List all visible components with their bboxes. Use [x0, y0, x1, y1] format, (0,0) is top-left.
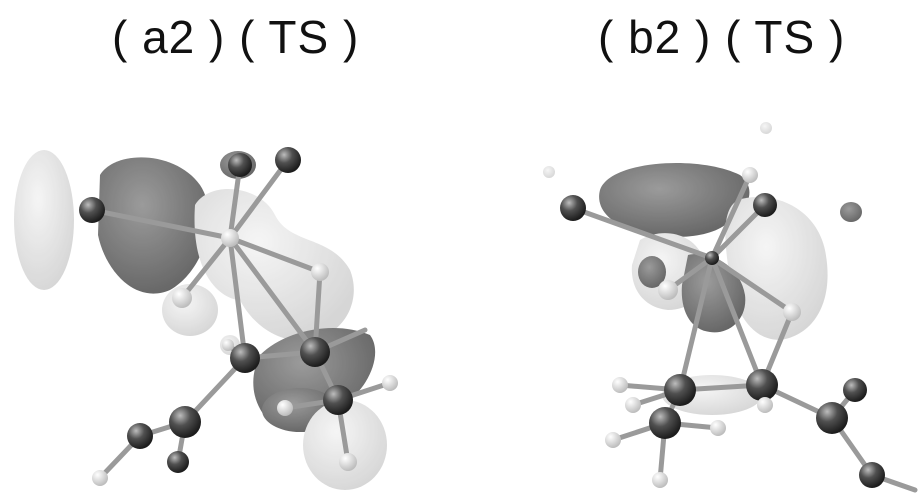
bond	[89, 207, 233, 241]
lobe-dark	[98, 157, 209, 294]
atom-heavy	[649, 407, 681, 439]
bond	[570, 205, 715, 261]
atom-light	[221, 229, 239, 247]
atom-heavy	[167, 451, 189, 473]
lobe-light	[14, 150, 74, 290]
atom-heavy	[228, 153, 252, 177]
atom-light	[658, 280, 678, 300]
lobe-dark	[599, 163, 750, 237]
atom-light	[222, 339, 234, 351]
atom-heavy	[859, 462, 885, 488]
panel-a2-title: ( a2 ) ( TS )	[112, 11, 360, 63]
atom-light	[652, 472, 668, 488]
panel-b2-molecule	[543, 122, 918, 493]
bond	[709, 172, 753, 261]
atom-heavy	[705, 251, 719, 265]
lobe-dark	[638, 256, 666, 288]
atom-light	[612, 377, 628, 393]
bond	[677, 255, 715, 393]
atom-heavy	[843, 378, 867, 402]
orbital-lobes-a2	[14, 150, 387, 490]
atom-heavy	[560, 195, 586, 221]
atom-light	[625, 397, 641, 413]
atoms-a2	[79, 147, 398, 486]
atom-heavy	[300, 337, 330, 367]
atom-light	[172, 288, 192, 308]
atom-light	[92, 470, 108, 486]
bond	[709, 202, 768, 261]
atom-heavy	[79, 197, 105, 223]
bond	[227, 235, 248, 361]
bond	[227, 235, 318, 355]
atom-light	[783, 303, 801, 321]
atom-heavy	[230, 343, 260, 373]
atom-light	[742, 167, 758, 183]
panel-a2-molecule	[14, 147, 398, 490]
orbital-lobes-b2	[543, 122, 862, 415]
bond	[709, 255, 795, 315]
lobe-light	[543, 166, 555, 178]
atom-light	[382, 375, 398, 391]
bond	[709, 255, 765, 388]
atom-light	[277, 400, 293, 416]
atom-heavy	[746, 369, 778, 401]
bond	[227, 162, 243, 241]
atom-light	[605, 432, 621, 448]
atom-light	[339, 453, 357, 471]
lobe-light	[760, 122, 772, 134]
bond	[179, 235, 233, 301]
atom-heavy	[127, 423, 153, 449]
atom-heavy	[275, 147, 301, 173]
atom-light	[311, 263, 329, 281]
atoms-b2	[560, 167, 885, 488]
atom-heavy	[323, 385, 353, 415]
bond	[227, 157, 291, 241]
atom-heavy	[664, 374, 696, 406]
panel-b2-title: ( b2 ) ( TS )	[598, 11, 846, 63]
atom-light	[710, 420, 726, 436]
atom-heavy	[169, 406, 201, 438]
atom-heavy	[753, 193, 777, 217]
bond	[227, 235, 323, 275]
lobe-dark	[840, 202, 862, 222]
lobe-light	[194, 188, 354, 341]
lobe-light	[725, 197, 828, 340]
atom-heavy	[816, 402, 848, 434]
atom-light	[757, 397, 773, 413]
